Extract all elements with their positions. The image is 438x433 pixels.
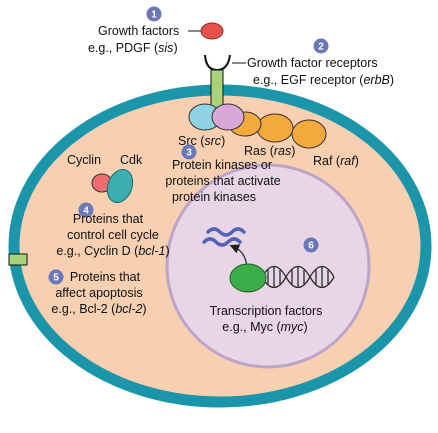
svg-text:4: 4 bbox=[83, 206, 89, 217]
mrna-strands bbox=[202, 227, 246, 247]
pdgf-label: e.g., PDGF (sis) bbox=[88, 41, 178, 55]
receptor-binding-site bbox=[204, 54, 231, 72]
apoptosis-line1: Proteins that bbox=[70, 270, 141, 284]
cyclin-label: Cyclin bbox=[67, 153, 101, 167]
ras-label: Ras (ras) bbox=[244, 144, 295, 158]
kinase-label-line3: protein kinases bbox=[172, 190, 256, 204]
badge-5: 5 bbox=[48, 269, 64, 285]
cdk-label: Cdk bbox=[120, 153, 143, 167]
cdk-protein bbox=[106, 169, 134, 203]
apoptosis-line2: affect apoptosis bbox=[55, 286, 142, 300]
transcription-factors-label: Transcription factors bbox=[210, 304, 323, 318]
badge-2: 2 bbox=[313, 38, 329, 54]
growth-factor-ligand bbox=[200, 22, 224, 40]
svg-text:2: 2 bbox=[318, 42, 324, 53]
badge-6: 6 bbox=[303, 237, 319, 253]
ras-protein bbox=[256, 113, 294, 143]
apoptosis-line3: e.g., Bcl-2 (bcl-2) bbox=[51, 302, 146, 316]
ras-inner bbox=[211, 103, 245, 131]
badge-3: 3 bbox=[181, 144, 197, 160]
badge-4: 4 bbox=[78, 202, 94, 218]
src-label: Src (src) bbox=[178, 134, 225, 148]
raf-protein bbox=[291, 119, 327, 149]
cell-cycle-line3: e.g., Cyclin D (bcl-1) bbox=[56, 244, 169, 258]
svg-text:5: 5 bbox=[53, 273, 59, 284]
svg-text:3: 3 bbox=[186, 148, 192, 159]
kinase-label-line1: Protein kinases or bbox=[172, 158, 272, 172]
badge-1: 1 bbox=[146, 6, 162, 22]
nucleus bbox=[165, 163, 371, 369]
svg-text:6: 6 bbox=[308, 241, 314, 252]
kinase-label-line2: proteins that activate bbox=[165, 174, 280, 188]
cell-cycle-line2: control cell cycle bbox=[67, 228, 159, 242]
dna-helix bbox=[261, 265, 335, 289]
mitochondrial-membrane-protein bbox=[8, 253, 28, 266]
growth-factors-label: Growth factors bbox=[98, 24, 179, 38]
svg-text:1: 1 bbox=[151, 10, 157, 21]
cell-cycle-line1: Proteins that bbox=[73, 212, 144, 226]
transcription-factor-protein bbox=[229, 263, 267, 293]
egf-label: e.g., EGF receptor (erbB) bbox=[253, 73, 394, 87]
raf-label: Raf (raf) bbox=[313, 154, 359, 168]
receptors-label: Growth factor receptors bbox=[247, 56, 378, 70]
myc-label: e.g., Myc (myc) bbox=[222, 320, 307, 334]
